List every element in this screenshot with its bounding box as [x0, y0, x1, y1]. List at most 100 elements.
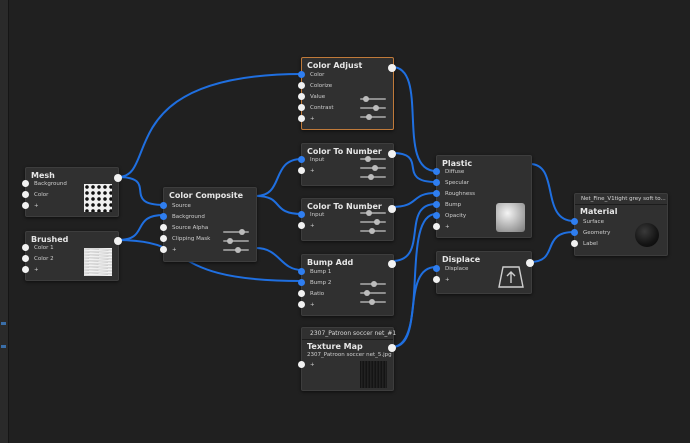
wire	[391, 152, 437, 183]
input-port-dot[interactable]	[298, 115, 305, 122]
input-port-dot[interactable]	[433, 212, 440, 219]
node-title: Color Composite	[169, 191, 244, 200]
input-port-dot[interactable]	[22, 255, 29, 262]
port-label: Input	[310, 212, 325, 218]
port-label: Bump 1	[310, 269, 332, 275]
port-label: Value	[310, 94, 326, 100]
parameter-sliders[interactable]	[360, 281, 386, 310]
output-port-dot[interactable]	[388, 344, 396, 352]
parameter-sliders[interactable]	[360, 210, 386, 239]
port-label: +	[310, 223, 315, 229]
node-texture-map[interactable]: 2307_Patroon soccer net_#1 Texture Map 2…	[298, 327, 396, 391]
port-label: +	[310, 116, 315, 122]
input-port-dot[interactable]	[298, 290, 305, 297]
mesh-pattern-thumbnail	[84, 184, 112, 212]
port-label: Colorize	[310, 83, 333, 89]
port-label: Diffuse	[445, 169, 465, 175]
input-port-dot[interactable]	[298, 156, 305, 163]
texture-thumbnail	[360, 361, 387, 388]
port-label: +	[172, 247, 177, 253]
input-port-dot[interactable]	[433, 276, 440, 283]
node-displace[interactable]: Displace Displace +	[433, 251, 534, 294]
node-color-to-number[interactable]: Color To Number Input +	[298, 198, 396, 241]
node-color-composite[interactable]: Color Composite Source Background Source…	[160, 187, 257, 262]
output-port-dot[interactable]	[526, 259, 534, 267]
wire	[391, 66, 437, 172]
parameter-sliders[interactable]	[223, 229, 249, 258]
node-brushed[interactable]: Brushed Color 1 Color 2 +	[22, 231, 122, 281]
input-port-dot[interactable]	[160, 224, 167, 231]
input-port-dot[interactable]	[160, 246, 167, 253]
port-label: Bump	[445, 202, 462, 208]
panel-marker	[1, 345, 6, 348]
input-port-dot[interactable]	[298, 167, 305, 174]
input-port-dot[interactable]	[22, 180, 29, 187]
node-title: Texture Map	[307, 342, 363, 351]
node-title: Color To Number	[307, 202, 382, 211]
input-port-dot[interactable]	[571, 240, 578, 247]
output-port-dot[interactable]	[388, 64, 396, 72]
node-bump-add[interactable]: Bump Add Bump 1 Bump 2 Ratio +	[298, 254, 396, 316]
input-port-dot[interactable]	[298, 268, 305, 275]
input-port-dot[interactable]	[298, 211, 305, 218]
node-title: Mesh	[31, 171, 55, 180]
input-port-dot[interactable]	[22, 191, 29, 198]
input-port-dot[interactable]	[298, 361, 305, 368]
input-port-dot[interactable]	[22, 244, 29, 251]
node-plastic[interactable]: Plastic Diffuse Specular Roughness Bump …	[433, 155, 532, 238]
input-port-dot[interactable]	[433, 223, 440, 230]
input-port-dot[interactable]	[160, 213, 167, 220]
output-port-dot[interactable]	[388, 150, 396, 158]
brushed-pattern-thumbnail	[84, 248, 112, 276]
input-port-dot[interactable]	[298, 104, 305, 111]
port-label: Input	[310, 157, 325, 163]
input-port-dot[interactable]	[433, 190, 440, 197]
port-label: +	[310, 302, 315, 308]
input-port-dot[interactable]	[298, 71, 305, 78]
input-port-dot[interactable]	[298, 82, 305, 89]
node-title: Brushed	[31, 235, 69, 244]
port-label: Geometry	[583, 230, 611, 236]
input-port-dot[interactable]	[298, 279, 305, 286]
port-label: +	[445, 277, 450, 283]
input-port-dot[interactable]	[160, 235, 167, 242]
input-port-dot[interactable]	[298, 222, 305, 229]
port-label: Color 1	[34, 245, 54, 251]
port-label: +	[310, 362, 315, 368]
port-label: +	[445, 224, 450, 230]
node-material[interactable]: Net_Fine_V1tight grey soft to... Materia…	[571, 193, 668, 256]
file-name-label: 2307_Patroon soccer net_5.jpg	[307, 352, 392, 358]
input-port-dot[interactable]	[22, 266, 29, 273]
port-label: Opacity	[445, 213, 467, 219]
port-label: Background	[34, 181, 67, 187]
node-title: Plastic	[442, 159, 473, 168]
output-port-dot[interactable]	[388, 260, 396, 268]
port-label: Ratio	[310, 291, 325, 297]
input-port-dot[interactable]	[571, 218, 578, 225]
input-port-dot[interactable]	[22, 202, 29, 209]
input-port-dot[interactable]	[433, 201, 440, 208]
wire	[117, 214, 165, 241]
port-label: Color 2	[34, 256, 54, 262]
output-port-dot[interactable]	[388, 205, 396, 213]
input-port-dot[interactable]	[433, 265, 440, 272]
input-port-dot[interactable]	[571, 229, 578, 236]
input-port-dot[interactable]	[298, 301, 305, 308]
node-color-adjust[interactable]: Color Adjust Color Colorize Value Contra…	[298, 57, 396, 130]
node-color-to-number[interactable]: Color To Number Input +	[298, 143, 396, 186]
input-port-dot[interactable]	[433, 179, 440, 186]
wire	[255, 158, 303, 197]
parameter-sliders[interactable]	[360, 156, 386, 185]
input-port-dot[interactable]	[433, 168, 440, 175]
output-port-dot[interactable]	[114, 174, 122, 182]
port-label: Background	[172, 214, 205, 220]
port-label: Displace	[445, 266, 469, 272]
input-port-dot[interactable]	[298, 93, 305, 100]
parameter-sliders[interactable]	[360, 96, 386, 125]
port-label: Specular	[445, 180, 470, 186]
material-preview-thumbnail	[496, 203, 525, 232]
output-port-dot[interactable]	[114, 237, 122, 245]
node-mesh[interactable]: Mesh Background Color +	[22, 167, 122, 217]
input-port-dot[interactable]	[160, 202, 167, 209]
